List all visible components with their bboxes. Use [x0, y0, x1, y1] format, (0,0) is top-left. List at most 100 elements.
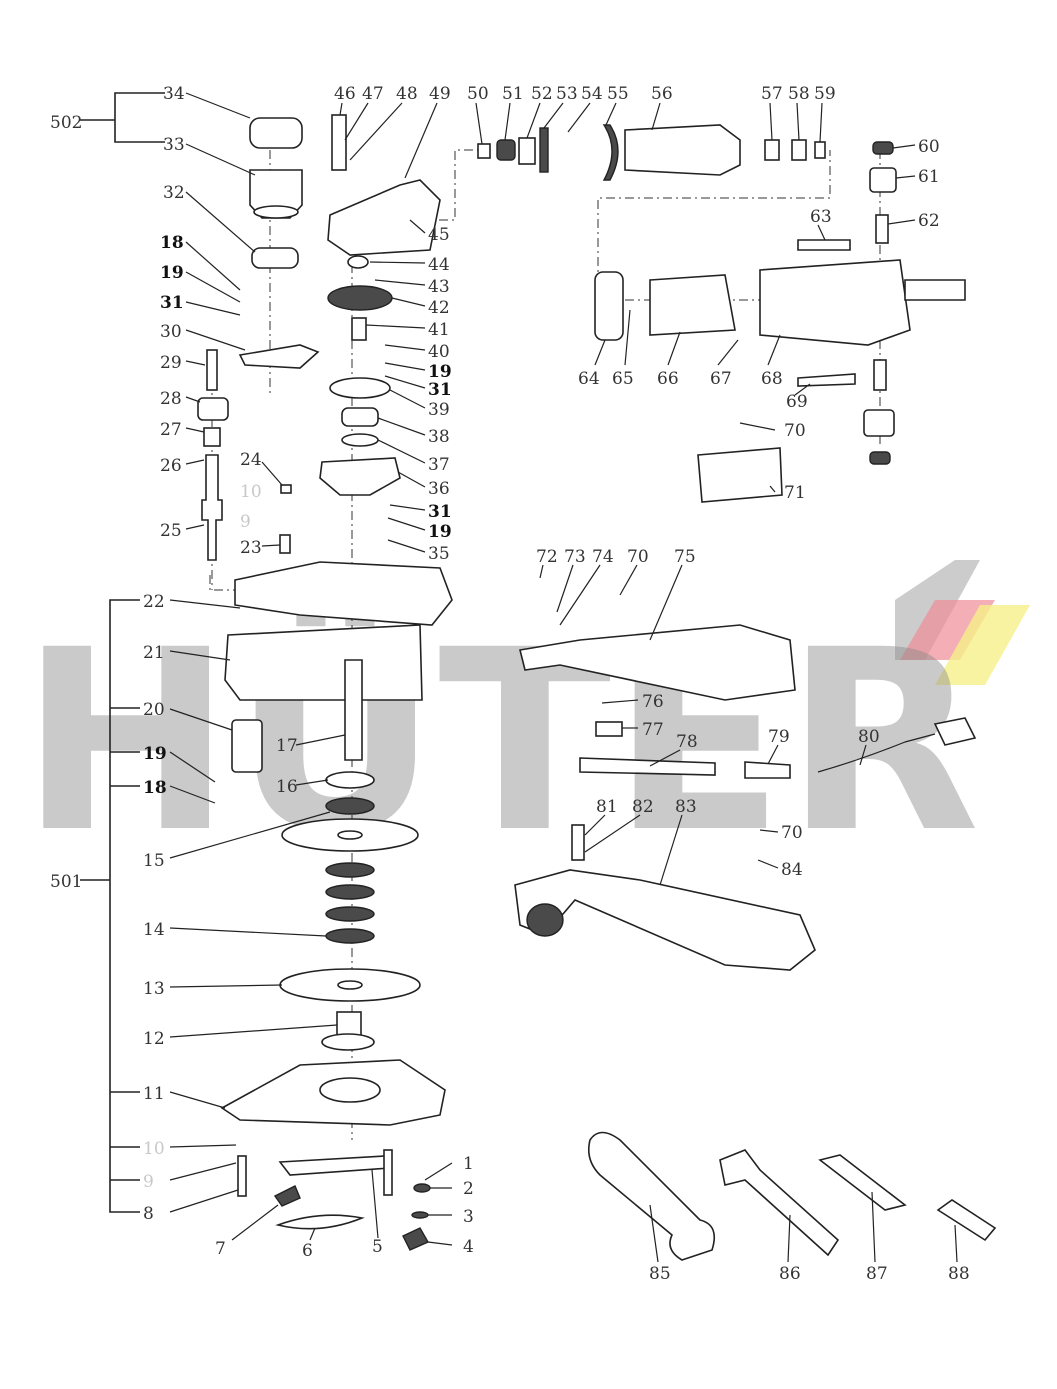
leader-52: [526, 102, 541, 139]
group-brackets: [80, 92, 165, 1213]
leader-64: [594, 339, 606, 366]
leader-48: [349, 102, 403, 161]
part-label-2: 2: [463, 1179, 474, 1199]
part-85-side-handle: [587, 1131, 716, 1261]
bracket-502: [80, 92, 165, 143]
part-label-75: 75: [674, 547, 696, 567]
leader-82: [584, 814, 641, 853]
leader-51: [504, 102, 511, 141]
part-label-57: 57: [761, 84, 783, 104]
logo-swoosh-yellow: [935, 605, 1030, 685]
part-label-85: 85: [649, 1264, 671, 1284]
leader-58: [796, 102, 800, 141]
part-label-61: 61: [918, 167, 940, 187]
part-81-screw: [571, 824, 585, 861]
part-label-9-bottom: 9: [143, 1172, 154, 1192]
part-label-18-top: 18: [160, 233, 184, 253]
part-label-7: 7: [215, 1239, 226, 1259]
part-87-key: [818, 1154, 907, 1211]
leader-38: [377, 417, 426, 436]
part-14-spacer-a: [325, 862, 375, 878]
leader-5: [371, 1169, 379, 1239]
part-23-pin: [279, 534, 291, 554]
leader-40: [384, 344, 426, 351]
part-label-84: 84: [781, 860, 803, 880]
part-label-19-bottom: 19: [143, 744, 167, 764]
leader-81: [584, 814, 606, 836]
leader-37: [377, 439, 426, 464]
part-label-70-mid: 70: [627, 547, 649, 567]
leader-8: [169, 1189, 239, 1213]
leader-80: [859, 744, 867, 766]
part-label-52: 52: [531, 84, 553, 104]
bracket-501-ticks: [110, 707, 140, 1181]
part-36-flange: [319, 457, 401, 496]
part-77-switch: [595, 721, 623, 737]
leader-23: [261, 544, 281, 547]
leader-1: [424, 1162, 453, 1181]
part-label-67: 67: [710, 369, 732, 389]
leader-69: [794, 383, 811, 396]
part-label-33: 33: [163, 135, 185, 155]
leader-67: [717, 339, 739, 366]
leader-25: [185, 524, 205, 530]
part-34-cap: [249, 117, 303, 149]
leader-31-mid: [384, 375, 426, 389]
part-label-30: 30: [160, 322, 182, 342]
part-88-tool: [936, 1199, 997, 1242]
assembly-label-502: 502: [50, 113, 82, 133]
leader-10: [169, 1144, 237, 1148]
leader-28: [185, 396, 201, 403]
leader-20: [169, 708, 233, 731]
part-5-bolt: [383, 1149, 393, 1196]
part-label-14: 14: [143, 920, 165, 940]
leader-24: [261, 461, 283, 486]
leader-4: [427, 1241, 453, 1246]
part-label-29: 29: [160, 353, 182, 373]
part-62-brush: [875, 214, 889, 244]
part-label-12: 12: [143, 1029, 165, 1049]
part-label-25: 25: [160, 521, 182, 541]
leader-65: [624, 309, 631, 366]
part-label-86: 86: [779, 1264, 801, 1284]
part-14-spacer-d: [325, 928, 375, 944]
leader-19-top: [185, 271, 241, 303]
part-label-82: 82: [632, 797, 654, 817]
part-label-19-top: 19: [160, 263, 184, 283]
part-label-43: 43: [428, 277, 450, 297]
part-16-washer: [325, 771, 375, 789]
part-label-16: 16: [276, 777, 298, 797]
assembly-label-501: 501: [50, 872, 82, 892]
part-label-41: 41: [428, 320, 450, 340]
part-50-bearing: [477, 143, 491, 159]
part-7-knob: [273, 1185, 301, 1207]
part-49-gear-housing: [327, 179, 441, 256]
part-brush-cap-lower: [869, 451, 891, 465]
part-label-72: 72: [536, 547, 558, 567]
leader-39: [389, 389, 426, 409]
leader-53: [543, 102, 564, 129]
part-label-15: 15: [143, 851, 165, 871]
part-label-24: 24: [240, 450, 262, 470]
leader-71: [769, 485, 776, 493]
part-label-73: 73: [564, 547, 586, 567]
part-label-10-bottom: 10: [143, 1139, 165, 1159]
leader-34: [185, 92, 251, 119]
leader-14: [169, 927, 327, 937]
part-label-70-low: 70: [781, 823, 803, 843]
leader-26: [185, 459, 205, 465]
part-label-6: 6: [302, 1241, 313, 1261]
part-label-76: 76: [642, 692, 664, 712]
part-label-44: 44: [428, 255, 450, 275]
part-30-plate: [238, 344, 320, 369]
leader-55: [605, 102, 617, 126]
part-24-spring: [280, 484, 292, 494]
part-13-blade-bore: [337, 980, 363, 990]
leader-35: [387, 539, 426, 553]
part-label-39: 39: [428, 400, 450, 420]
part-label-51: 51: [502, 84, 524, 104]
leader-19-bottom: [169, 751, 216, 783]
part-75-handle-top: [519, 624, 796, 701]
part-60-cap: [872, 141, 894, 155]
